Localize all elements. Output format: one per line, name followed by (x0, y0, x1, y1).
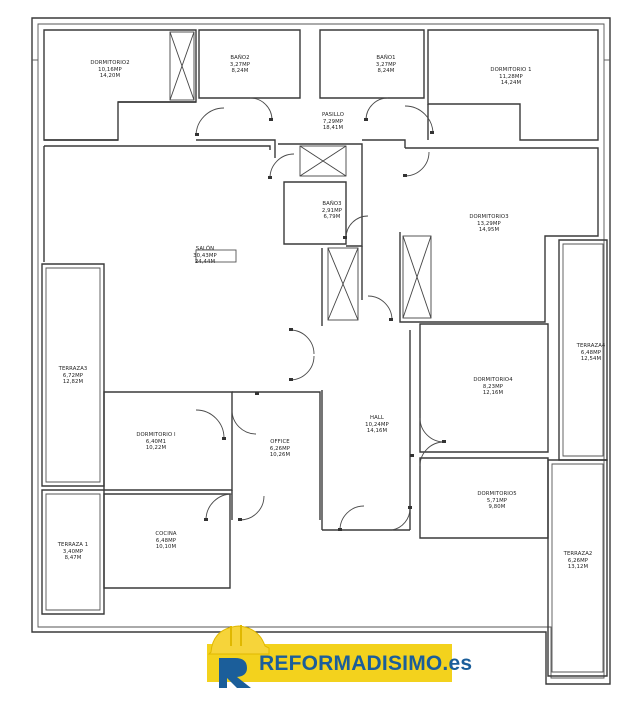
room-area: 3,27MP (375, 61, 397, 68)
dormitorio3-walls (399, 147, 599, 323)
room-perimeter: 9,80M (488, 504, 506, 511)
room-area: 6,48MP (580, 349, 602, 356)
room-name: TERRAZA2 (563, 551, 593, 557)
room-area: 7,29MP (322, 118, 344, 125)
dormitorio2-walls (43, 29, 197, 141)
room-perimeter: 10,26M (269, 452, 291, 459)
door-swings (195, 97, 445, 531)
room-label-terraza4: TERRAZA4 6,48MP 12,54M (577, 343, 606, 363)
r-mark-icon (219, 658, 251, 688)
room-name: HALL (370, 415, 384, 421)
room-perimeter: 6,79M (323, 214, 341, 221)
room-perimeter: 8,47M (64, 555, 82, 562)
office-walls (231, 391, 321, 520)
room-area: 13,29MP (477, 220, 501, 227)
room-label-pasillo: PASILLO 7,29MP 18,41M (322, 112, 344, 132)
room-area: 5,71MP (486, 497, 508, 504)
room-name: DORMITORIO I (136, 432, 176, 438)
core-walls (278, 143, 363, 326)
room-area: 6,26MP (567, 557, 589, 564)
room-area: 8,23MP (482, 383, 504, 390)
room-perimeter: 8,24M (377, 68, 395, 75)
room-area: 30,43MP (193, 252, 217, 259)
room-name: OFFICE (270, 439, 290, 445)
room-label-dormitorio4: DORMITORIO4 8,23MP 12,16M (473, 377, 512, 397)
room-perimeter: 24,44M (194, 259, 216, 266)
room-area: 6,48MP (155, 537, 177, 544)
room-label-salon: SALÓN 30,43MP 24,44M (193, 246, 217, 266)
brand-logo: REFORMADISIMO.es (207, 618, 472, 688)
room-name: TERRAZA3 (58, 366, 88, 372)
room-perimeter: 10,10M (155, 544, 177, 551)
room-label-dormitorio3: DORMITORIO3 13,29MP 14,95M (469, 214, 508, 234)
room-label-cocina: COCINA 6,48MP 10,10M (155, 531, 176, 551)
room-area: 3,40MP (62, 548, 84, 555)
pasillo-walls (44, 101, 429, 158)
bano2-walls (198, 29, 301, 99)
room-name: DORMITORIO2 (90, 60, 130, 66)
room-perimeter: 10,22M (145, 445, 167, 452)
room-perimeter: 14,20M (99, 73, 121, 80)
room-name: SALÓN (195, 246, 215, 252)
room-name: COCINA (155, 531, 177, 537)
room-label-dormitorio-i: DORMITORIO I 6,40M1 10,22M (136, 432, 175, 452)
room-perimeter: 12,16M (482, 390, 504, 397)
logo-text: REFORMADISIMO.es (259, 652, 473, 675)
room-label-bano3: BAÑO3 2,91MP 6,79M (322, 201, 342, 221)
bano1-walls (319, 29, 425, 99)
room-name: DORMITORIO5 (477, 491, 517, 497)
room-area: 10,24MP (365, 421, 389, 428)
room-area: 11,28MP (499, 73, 523, 80)
room-label-dormitorio1: DORMITORIO 1 11,28MP 14,24M (490, 67, 531, 87)
room-label-dormitorio5: DORMITORIO5 5,71MP 9,80M (477, 491, 516, 511)
room-name: PASILLO (322, 112, 344, 118)
room-label-dormitorio2: DORMITORIO2 10,16MP 14,20M (90, 60, 129, 80)
room-area: 10,16MP (98, 66, 122, 73)
room-name: BAÑO2 (230, 55, 250, 61)
room-area: 6,26MP (269, 445, 291, 452)
exterior-walls (31, 17, 611, 685)
shaft-top-left (169, 31, 195, 101)
hall-walls (321, 330, 411, 531)
room-area: 3,27MP (229, 61, 251, 68)
room-perimeter: 14,95M (478, 227, 500, 234)
room-label-bano1: BAÑO1 3,27MP 8,24M (376, 55, 396, 75)
room-perimeter: 12,82M (62, 379, 84, 386)
room-area: 6,72MP (62, 372, 84, 379)
room-label-terraza2: TERRAZA2 6,26MP 13,12M (564, 551, 593, 571)
room-label-office: OFFICE 6,26MP 10,26M (270, 439, 290, 459)
room-label-bano2: BAÑO2 3,27MP 8,24M (230, 55, 250, 75)
room-perimeter: 14,24M (500, 80, 522, 87)
room-name: DORMITORIO 1 (490, 67, 532, 73)
room-name: DORMITORIO4 (473, 377, 513, 383)
room-label-terraza3: TERRAZA3 6,72MP 12,82M (59, 366, 88, 386)
room-label-hall: HALL 10,24MP 14,16M (365, 415, 389, 435)
dormitorio4-walls (419, 323, 549, 453)
salon-walls (43, 145, 271, 263)
room-area: 2,91MP (321, 207, 343, 214)
helmet-icon (207, 625, 270, 688)
door-jambs (195, 118, 446, 531)
room-perimeter: 18,41M (322, 125, 344, 132)
room-perimeter: 14,16M (366, 428, 388, 435)
room-name: TERRAZA4 (576, 343, 606, 349)
room-name: TERRAZA 1 (57, 542, 89, 548)
room-name: BAÑO1 (376, 55, 396, 61)
room-name: BAÑO3 (322, 201, 342, 207)
room-area: 6,40M1 (145, 438, 167, 445)
room-perimeter: 12,54M (580, 356, 602, 363)
terraza2-walls (547, 459, 608, 677)
room-perimeter: 13,12M (567, 564, 589, 571)
room-name: DORMITORIO3 (469, 214, 509, 220)
terraza1-walls (41, 489, 105, 615)
room-label-terraza1: TERRAZA 1 3,40MP 8,47M (58, 542, 89, 562)
room-perimeter: 8,24M (231, 68, 249, 75)
